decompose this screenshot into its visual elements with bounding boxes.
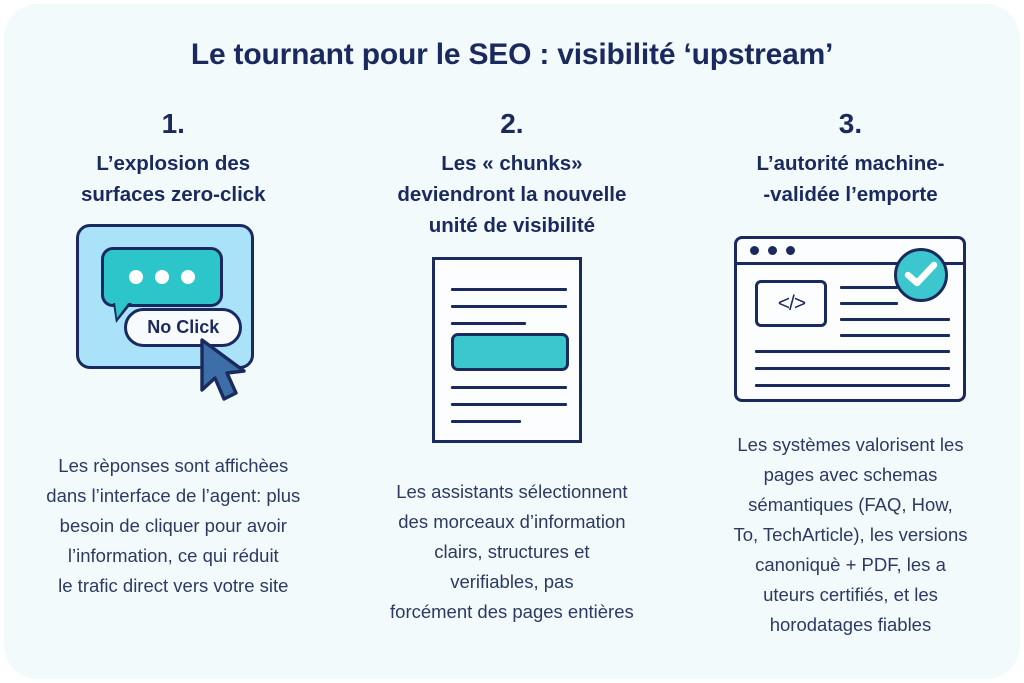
browser-text-line bbox=[755, 367, 951, 371]
browser-text-line bbox=[755, 384, 951, 388]
doc-text-line bbox=[450, 420, 521, 424]
column-2-body: Les assistants sélectionnent des morceau… bbox=[390, 481, 634, 623]
column-2: 2. Les « chunks» deviendront la nouvelle… bbox=[343, 108, 682, 627]
doc-text-line bbox=[450, 403, 567, 407]
document-chunk-illustration bbox=[431, 257, 592, 453]
speech-bubble-icon bbox=[101, 247, 224, 308]
column-1-number: 1. bbox=[161, 108, 185, 139]
browser-title-bar bbox=[737, 239, 964, 266]
column-2-number: 2. bbox=[500, 108, 524, 139]
bubble-dot-icon bbox=[155, 270, 170, 285]
check-badge-icon bbox=[894, 248, 949, 303]
zero-click-illustration: No Click bbox=[68, 224, 278, 429]
chunk-highlight bbox=[450, 333, 569, 372]
doc-text-line bbox=[450, 288, 567, 292]
column-1-body: Les rèponses sont affichèes dans l’inter… bbox=[46, 455, 301, 596]
browser-text-line bbox=[840, 334, 951, 338]
doc-text-line bbox=[450, 386, 567, 390]
infographic-card: Le tournant pour le SEO : visibilité ‘up… bbox=[4, 4, 1020, 679]
column-1-heading: L’explosion des surfaces zero-click bbox=[80, 151, 266, 206]
bubble-dot-icon bbox=[181, 270, 196, 285]
browser-text-line bbox=[840, 286, 899, 290]
page-title: Le tournant pour le SEO : visibilité ‘up… bbox=[190, 38, 834, 71]
column-3-number: 3. bbox=[838, 108, 863, 139]
browser-validated-illustration: </> bbox=[734, 236, 967, 406]
window-dot-icon bbox=[750, 246, 760, 256]
column-2-heading: Les « chunks» deviendront la nouvelle un… bbox=[397, 151, 627, 238]
doc-text-line bbox=[450, 322, 526, 326]
code-block-icon: </> bbox=[755, 280, 828, 328]
column-1: 1. L’explosion des surfaces zero-click N… bbox=[4, 108, 343, 601]
column-3: 3. L’autorité machine- -validée l’emport… bbox=[681, 108, 1020, 640]
browser-text-line bbox=[840, 318, 951, 322]
column-3-heading: L’autorité machine- -validée l’emporte bbox=[756, 151, 945, 206]
screen-panel bbox=[76, 224, 255, 370]
window-dot-icon bbox=[786, 246, 796, 256]
arrow-cursor-icon bbox=[196, 336, 252, 409]
browser-text-line bbox=[840, 302, 899, 306]
column-3-body: Les systèmes valorisent les pages avec s… bbox=[733, 434, 968, 635]
no-click-button[interactable]: No Click bbox=[124, 308, 243, 348]
columns-container: 1. L’explosion des surfaces zero-click N… bbox=[4, 108, 1020, 640]
browser-text-line bbox=[755, 350, 951, 354]
window-dot-icon bbox=[768, 246, 778, 256]
document-icon bbox=[431, 257, 582, 444]
bubble-dot-icon bbox=[129, 270, 144, 285]
doc-text-line bbox=[450, 305, 567, 309]
